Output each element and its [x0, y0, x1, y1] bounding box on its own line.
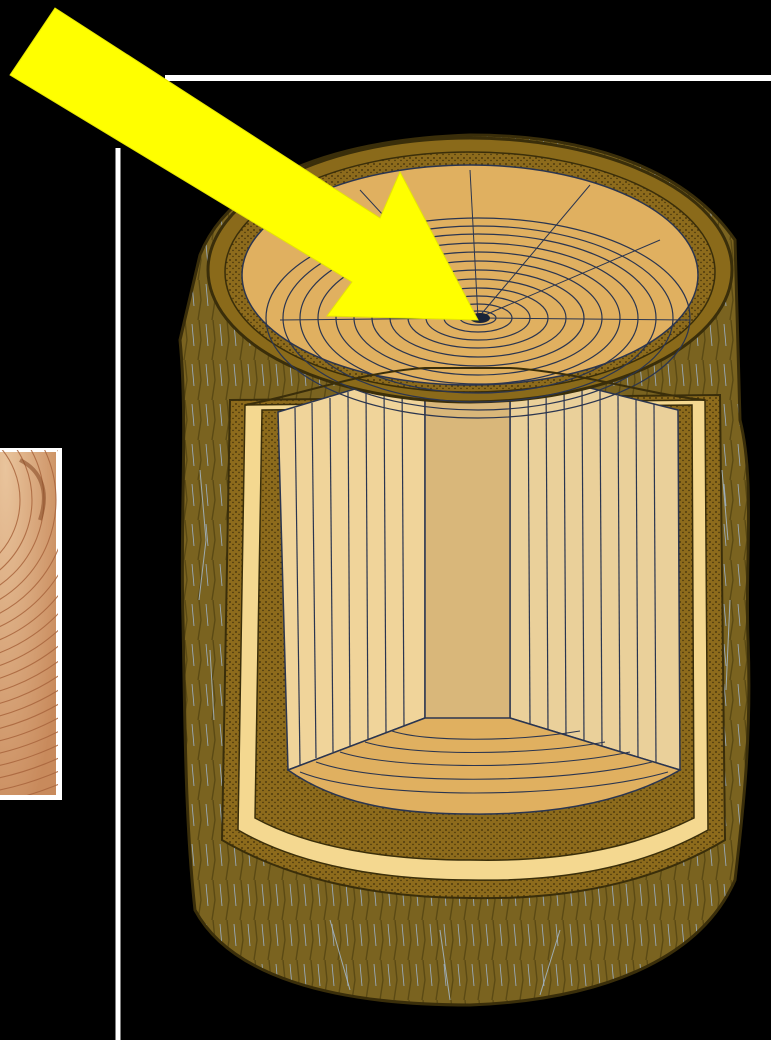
pith-column — [425, 368, 510, 720]
tree-trunk — [180, 135, 749, 1005]
